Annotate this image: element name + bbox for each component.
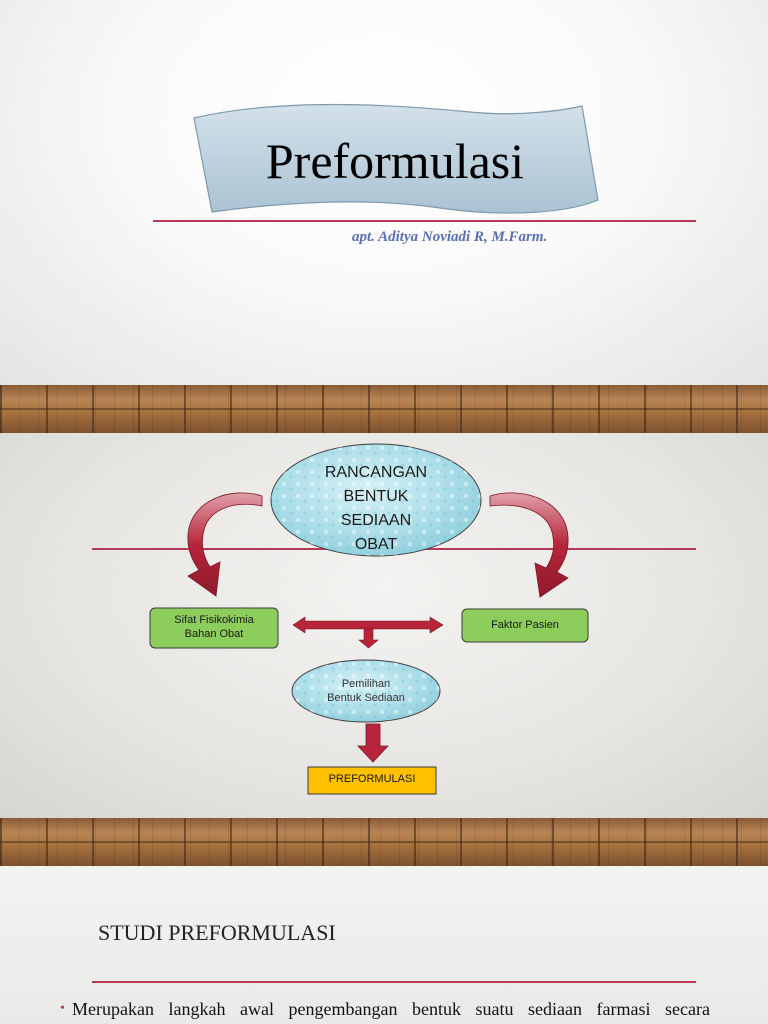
- down-arrow-large-icon: [357, 723, 389, 763]
- main-oval-line: BENTUK: [343, 488, 409, 505]
- main-oval-line: RANCANGAN: [324, 464, 428, 481]
- author-name: apt. Aditya Noviadi R, M.Farm.: [352, 229, 548, 245]
- bullet-dot-icon: •: [60, 1001, 65, 1016]
- main-oval: [270, 443, 482, 557]
- wood-floor-band: [0, 818, 768, 866]
- right-box-label: Faktor Pasien: [491, 619, 559, 631]
- left-box-shape: [149, 607, 279, 649]
- bullet-text: Merupakan langkah awal pengembangan bent…: [72, 999, 710, 1019]
- curved-arrow-right-icon: [489, 492, 569, 598]
- content-slide: [0, 866, 768, 1024]
- curved-arrow-left-icon: [187, 492, 263, 597]
- right-box-shape: [461, 608, 589, 643]
- small-oval-line: Bentuk Sediaan: [327, 692, 405, 704]
- left-box-line: Sifat Fisikokimia: [174, 614, 254, 626]
- section-heading: STUDI PREFORMULASI: [98, 920, 336, 945]
- small-oval-label: Pemilihan Bentuk Sediaan: [296, 677, 436, 705]
- double-arrow-icon: [292, 616, 444, 634]
- main-oval-label: RANCANGAN BENTUK SEDIAAN OBAT: [300, 461, 452, 557]
- bullet-item: • Merupakan langkah awal pengembangan be…: [60, 997, 710, 1021]
- main-oval-line: OBAT: [354, 536, 398, 553]
- slide-title: Preformulasi: [265, 133, 525, 189]
- left-box-line: Bahan Obat: [184, 628, 244, 640]
- down-arrow-small-icon: [358, 628, 379, 649]
- title-divider: [153, 220, 696, 222]
- left-box-label: Sifat Fisikokimia Bahan Obat: [150, 613, 278, 641]
- small-oval: [291, 659, 441, 723]
- title-slide: [0, 0, 768, 385]
- main-oval-line: SEDIAAN: [340, 512, 412, 529]
- title-banner: [193, 103, 599, 214]
- bottom-box-label: PREFORMULASI: [328, 773, 416, 785]
- wood-floor-band: [0, 385, 768, 433]
- small-oval-line: Pemilihan: [341, 678, 391, 690]
- section-divider: [92, 981, 696, 983]
- bottom-box-shape: [307, 766, 437, 795]
